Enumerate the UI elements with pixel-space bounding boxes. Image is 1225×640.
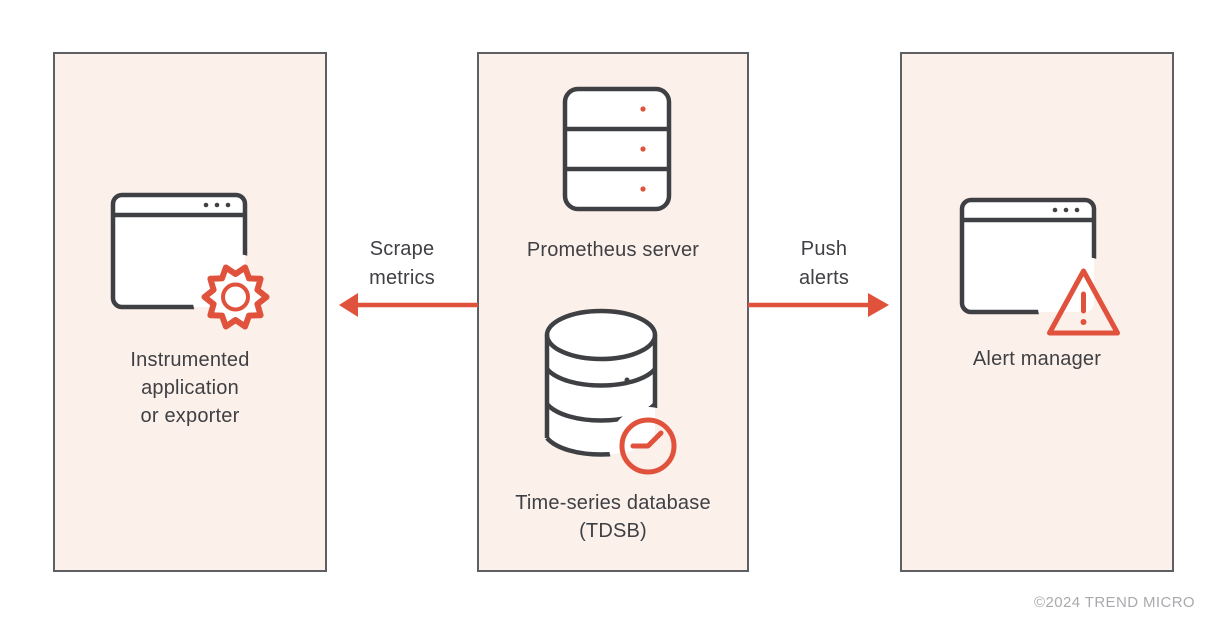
label-line: metrics [369,267,435,289]
window-menu-dots-icon [1052,207,1080,213]
node-prometheus: Prometheus server [477,52,749,572]
warning-triangle-icon [1047,268,1120,336]
arrow-left-icon [339,293,478,317]
label-line: Scrape [369,238,435,260]
clock-icon [619,417,677,475]
node-label-alert-manager: Alert manager [972,348,1102,370]
database-icon [547,335,655,455]
gear-icon [201,264,270,330]
node-label-prometheus-server: Prometheus server [526,239,700,261]
label-line: alerts [798,267,850,289]
browser-window-warning-icon [959,197,1120,336]
copyright-text: ©2024 TREND MICRO [1034,594,1195,611]
label-line: Instrumented [130,349,250,371]
browser-window-gear-icon [110,192,270,330]
browser-window-icon [962,200,1094,312]
database-clock-icon [544,308,677,475]
node-instrumented-application: Instrumented application or exporter [53,52,327,572]
label-line: Push [800,238,848,260]
node-label-time-series-database: Time-series database (TDSB) [479,489,747,545]
edge-label-push-alerts: Push alerts [749,235,899,293]
window-menu-dots-icon [203,202,231,208]
node-alert-manager: Alert manager [900,52,1174,572]
arrow-right-icon [748,293,889,317]
label-line: or exporter [140,405,240,427]
label-line: Time-series database [515,492,711,514]
node-label-instrumented-application: Instrumented application or exporter [55,346,325,430]
label-line: application [141,377,239,399]
edge-label-scrape-metrics: Scrape metrics [327,235,477,293]
label-line: (TDSB) [579,520,647,542]
server-icon [562,86,672,212]
